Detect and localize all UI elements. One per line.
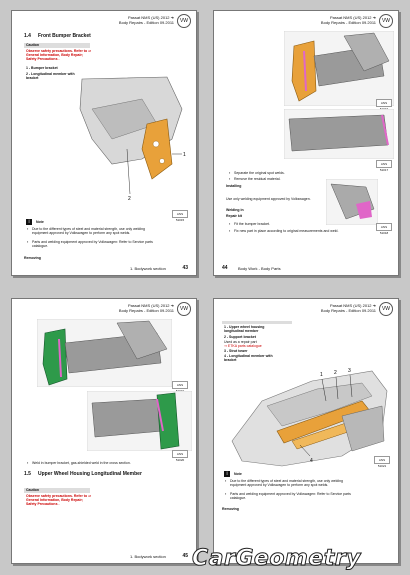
note-item: Parts and welding equipment approved by … xyxy=(27,240,157,248)
brand-watermark: CarGeometry xyxy=(192,546,362,572)
vw-logo-icon: VW xyxy=(177,14,191,28)
callout-2: 2 xyxy=(128,196,131,202)
page-number: 45 xyxy=(182,553,188,559)
figure-id: ANS 51018 xyxy=(376,223,392,235)
welding-label: Welding in xyxy=(226,208,244,212)
page-header: Passat NMS (US) 2012 ➜ Body Repairs - Ed… xyxy=(118,303,174,313)
vw-logo-icon: VW xyxy=(379,302,393,316)
bracket-removed-illustration xyxy=(284,31,394,106)
note-item: Parts and welding equipment approved by … xyxy=(225,492,360,500)
installing-label: Installing xyxy=(226,184,242,188)
label-1b: longitudinal member xyxy=(224,329,259,333)
label-2: 2 - Support bracket xyxy=(224,335,256,339)
bumper-bracket-illustration: 1 2 xyxy=(79,76,186,202)
callout-4: 4 xyxy=(310,458,313,464)
repair-kit-label: Repair kit xyxy=(226,214,242,218)
green-bracket-weld-illustration xyxy=(87,391,192,451)
figure-id: ANS 51021 xyxy=(374,456,390,468)
figure-id: ANS 51017 xyxy=(376,160,392,172)
page-header: Passat NMS (US) 2012 ➜ Body Repairs - Ed… xyxy=(320,15,376,25)
manual-page-46: Passat NMS (US) 2012 ➜ Body Repairs - Ed… xyxy=(213,298,399,564)
page-footer: Body Work - Body Parts xyxy=(238,266,281,271)
callout-2: 2 xyxy=(334,370,337,376)
callout-1: 1 xyxy=(183,152,186,158)
manual-page-45: Passat NMS (US) 2012 ➜ Body Repairs - Ed… xyxy=(11,298,197,564)
page-footer: 1. Bodywork section xyxy=(130,266,166,271)
manual-page-44: Passat NMS (US) 2012 ➜ Body Repairs - Ed… xyxy=(213,10,399,276)
caution-text: Observe safety precautions. Refer to ⇒ G… xyxy=(26,49,91,62)
member-cut-illustration xyxy=(284,109,394,159)
step-item: Remove the residual material. xyxy=(229,177,334,181)
note-line: Use only welding equipment approved by V… xyxy=(226,197,311,201)
body-structure-illustration: 1 2 3 4 xyxy=(231,368,388,467)
figure-id: ANS 51016 xyxy=(376,99,392,111)
figure-id: ANS 51015 xyxy=(172,210,188,222)
note-label: Note xyxy=(234,472,242,476)
note-label: Note xyxy=(36,220,44,224)
page-footer: 1. Bodywork section xyxy=(130,554,166,559)
label-1: 1 - Upper wheel housing xyxy=(224,325,265,329)
removing-label: Removing xyxy=(222,507,239,511)
removing-label: Removing xyxy=(24,256,41,260)
caution-bar xyxy=(24,488,90,493)
page-number: 44 xyxy=(222,265,228,271)
label-3: 3 - Strut tower xyxy=(224,349,248,353)
label-2: 2 - Longitudinal member with bracket xyxy=(26,72,75,81)
note-icon: i xyxy=(224,471,230,477)
step-item: Fix new part in place according to origi… xyxy=(229,229,374,233)
note-icon: i xyxy=(26,219,32,225)
label-2-link[interactable]: ⇒ ETKA parts catalogue xyxy=(224,344,262,348)
note-item: Due to the different types of steel and … xyxy=(27,227,157,235)
vw-logo-icon: VW xyxy=(379,14,393,28)
green-bracket-illustration xyxy=(37,319,172,387)
page-number: 43 xyxy=(182,265,188,271)
label-1: 1 - Bumper bracket xyxy=(26,66,58,70)
caution-label: Caution xyxy=(26,43,40,47)
label-4: 4 - Longitudinal member with bracket xyxy=(224,354,273,363)
figure-id: ANS 51019 xyxy=(172,381,188,393)
caution-text: Observe safety precautions. Refer to ⇒ G… xyxy=(26,494,91,507)
vw-logo-icon: VW xyxy=(177,302,191,316)
step-item: Weld in bumper bracket, gas-shielded wel… xyxy=(27,461,167,465)
step-item: Separate the original spot welds. xyxy=(229,171,334,175)
label-2-note: Used as a repair part xyxy=(224,340,257,344)
welding-illustration xyxy=(326,179,378,225)
note-item: Due to the different types of steel and … xyxy=(225,479,360,487)
figure-id: ANS 51020 xyxy=(172,450,188,462)
label-bar xyxy=(222,321,292,324)
caution-bar xyxy=(24,43,90,48)
callout-3: 3 xyxy=(348,368,351,374)
page-header: Passat NMS (US) 2012 ➜ Body Repairs - Ed… xyxy=(320,303,376,313)
manual-page-43: Passat NMS (US) 2012 ➜ Body Repairs - Ed… xyxy=(11,10,197,276)
page-header: Passat NMS (US) 2012 ➜ Body Repairs - Ed… xyxy=(118,15,174,25)
step-item: Fit the bumper bracket. xyxy=(229,222,329,226)
callout-1: 1 xyxy=(320,372,323,378)
caution-label: Caution xyxy=(26,488,40,492)
